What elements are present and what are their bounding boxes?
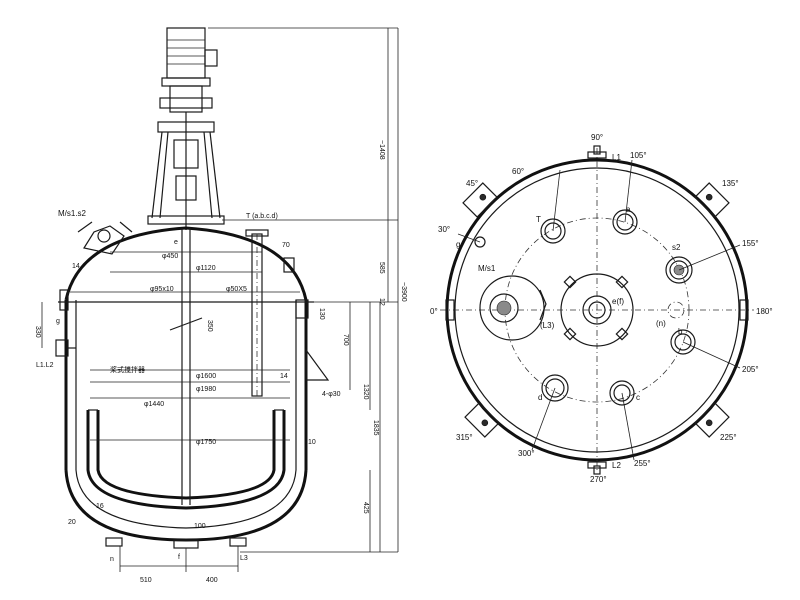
dim-14a: 14 [72, 263, 80, 270]
dim-12: 12 [378, 298, 385, 306]
angle-155: 155° [742, 239, 759, 248]
angle-0: 0° [430, 307, 438, 316]
lug-45 [462, 182, 498, 218]
dim-support: 4-φ30 [322, 391, 341, 398]
dim-20: 20 [68, 519, 76, 526]
label-L3: (L3) [540, 321, 555, 330]
dim-585: 585 [378, 262, 385, 274]
angle-255: 255° [634, 459, 651, 468]
coil-outer [86, 410, 286, 510]
dim-330: 330 [34, 326, 41, 338]
dim-70: 70 [282, 242, 290, 249]
label-L2: L2 [612, 461, 621, 470]
dim-130: 130 [318, 308, 325, 320]
angle-30: 30° [438, 225, 450, 234]
motor [157, 27, 218, 133]
label-n: n [110, 556, 114, 563]
dim-1320: 1320 [362, 384, 369, 400]
label-l1l2: L1.L2 [36, 362, 54, 369]
outlet-l3 [229, 537, 247, 547]
label-d: d [538, 393, 542, 402]
support-frame [147, 112, 225, 230]
support-lug [305, 348, 330, 381]
label-thermometer: T (a.b.c.d) [246, 213, 278, 220]
dim-510: 510 [140, 577, 152, 584]
dim-16: 16 [96, 503, 104, 510]
dim-95x10: φ95x10 [150, 286, 174, 293]
top-head [64, 226, 308, 301]
dim-1835: 1835 [372, 420, 379, 436]
dim-1408: ~1408 [378, 140, 385, 160]
dim-1750: φ1750 [196, 439, 216, 446]
dim-1980: φ1980 [196, 386, 216, 393]
paddle [169, 317, 203, 331]
nozzle-b [670, 329, 696, 355]
lug-315 [464, 402, 500, 438]
dim-700: 700 [342, 334, 349, 346]
side-view: M/s1.s2 T (a.b.c.d) e g L1.L2 n f L3 φ45… [34, 27, 407, 584]
lug-135 [694, 182, 730, 218]
dim-14b: 14 [280, 373, 288, 380]
nozzle-Ms1 [479, 275, 547, 341]
center-label: 桨式搅拌器 [110, 365, 145, 374]
label-e: e [174, 239, 178, 246]
label-ef: e(f) [612, 297, 624, 306]
angle-45: 45° [466, 179, 478, 188]
label-l3: L3 [240, 555, 248, 562]
label-b: b [678, 327, 683, 336]
angle-105: 105° [630, 151, 647, 160]
nozzle-n [667, 301, 685, 319]
dim-1600: φ1600 [196, 373, 216, 380]
angle-180: 180° [756, 307, 773, 316]
nozzle-L2 [587, 461, 607, 469]
lug-225 [694, 402, 730, 438]
angle-300: 300° [518, 449, 535, 458]
angle-60: 60° [512, 167, 524, 176]
angle-135: 135° [722, 179, 739, 188]
dim-1120: φ1120 [196, 265, 216, 272]
dim-400: 400 [206, 577, 218, 584]
angle-315: 315° [456, 433, 473, 442]
label-g: g [456, 240, 460, 249]
dim-350: 350 [206, 320, 213, 332]
angle-270: 270° [590, 475, 607, 484]
jacket [75, 300, 297, 529]
nozzle-c [609, 380, 635, 406]
manhole-nozzle [77, 221, 133, 255]
dim-3900: ~3900 [400, 282, 407, 302]
angle-90: 90° [591, 133, 603, 142]
outlet-n [105, 537, 123, 547]
angle-225: 225° [720, 433, 737, 442]
label-g: g [56, 318, 60, 325]
label-a: a [626, 205, 631, 214]
nozzle-a [612, 209, 638, 235]
label-T: T [536, 215, 541, 224]
dim-100: 100 [194, 523, 206, 530]
nozzle-d [541, 374, 569, 402]
label-Ms1: M/s1 [478, 264, 496, 273]
label-f: f [178, 554, 180, 561]
dim-10: 10 [308, 439, 316, 446]
top-view: 90° 105° 135° 155° 180° 205° 225° 255° 2… [430, 133, 773, 484]
dim-425: 425 [362, 502, 369, 514]
nozzle-T [540, 218, 566, 244]
dim-450: φ450 [162, 253, 178, 260]
label-n: (n) [656, 319, 666, 328]
label-L1: L1 [612, 153, 621, 162]
dim-50x5: φ50X5 [226, 286, 247, 293]
nozzle-L1 [587, 151, 607, 159]
label-s2: s2 [672, 243, 681, 252]
label-manhole: M/s1.s2 [58, 209, 87, 218]
angle-205: 205° [742, 365, 759, 374]
label-c: c [636, 393, 640, 402]
dim-1440: φ1440 [144, 401, 164, 408]
coil-inner [96, 410, 276, 500]
